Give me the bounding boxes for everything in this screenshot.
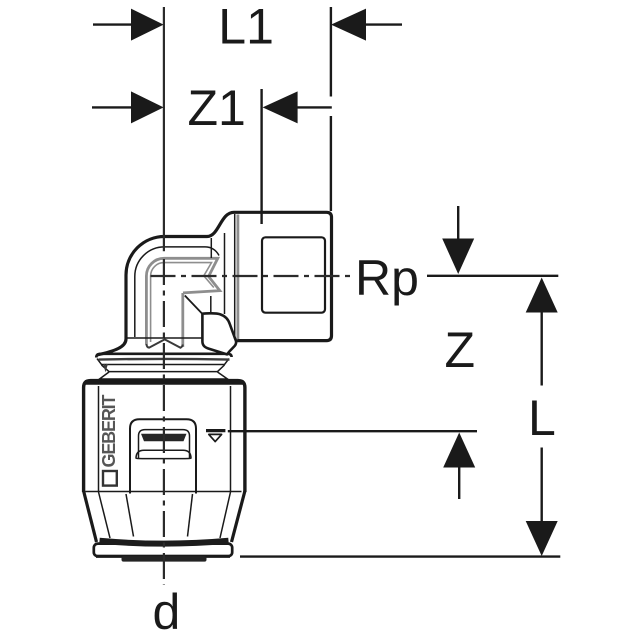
svg-text:L: L bbox=[528, 390, 556, 446]
svg-text:Z1: Z1 bbox=[188, 80, 246, 136]
svg-text:Rp: Rp bbox=[355, 250, 419, 306]
svg-text:Z: Z bbox=[445, 322, 476, 378]
svg-text:GEBERIT: GEBERIT bbox=[99, 395, 119, 468]
svg-text:L1: L1 bbox=[218, 0, 274, 55]
svg-text:d: d bbox=[153, 584, 181, 640]
